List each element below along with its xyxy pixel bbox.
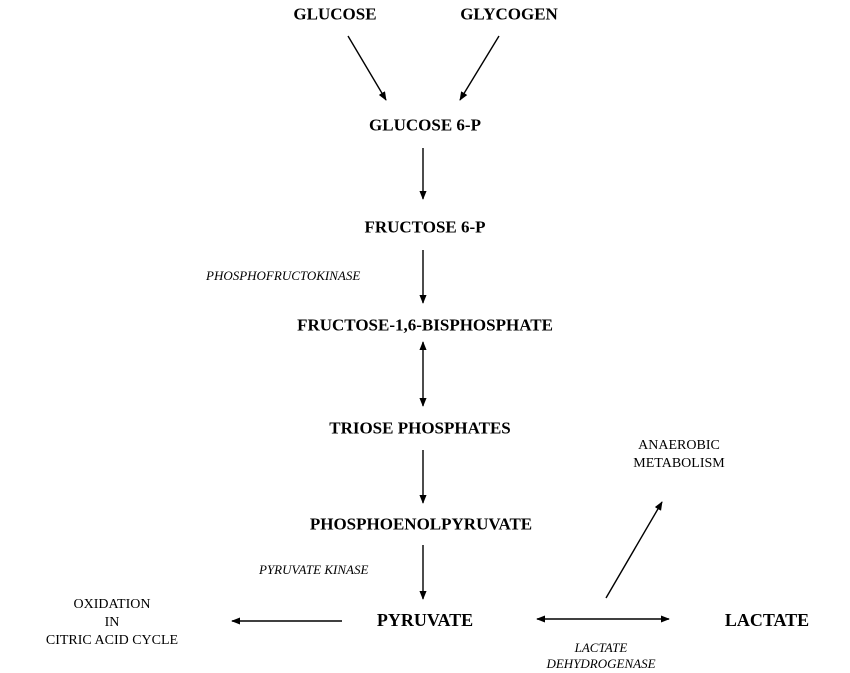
node-fructose-bisphosphate: FRUCTOSE-1,6-BISPHOSPHATE [297,315,553,335]
node-glucose: GLUCOSE [293,4,377,24]
note-anaerobic-line-1: ANAEROBIC [638,438,720,453]
node-glycogen: GLYCOGEN [460,4,558,24]
note-oxidation-line-1: OXIDATION [73,597,151,612]
node-lactate: LACTATE [724,610,810,630]
arrow-glycogen-to-glucose6p [459,35,500,101]
node-fructose-6p: FRUCTOSE 6-P [364,217,486,237]
node-phosphoenolpyruvate: PHOSPHOENOLPYRUVATE [309,514,533,534]
enzyme-ldh-line-1: LACTATE [574,640,628,655]
enzyme-pyruvate-kinase: PYRUVATE KINASE [259,562,369,577]
note-oxidation-citric-acid-cycle: OXIDATION IN CITRIC ACID CYCLE [46,596,178,650]
arrow-to-anaerobic-metabolism [605,501,663,599]
note-oxidation-line-3: CITRIC ACID CYCLE [45,633,179,648]
note-anaerobic-metabolism: ANAEROBIC METABOLISM [633,437,724,473]
node-triose-phosphates: TRIOSE PHOSPHATES [329,418,511,438]
enzyme-ldh-line-2: DEHYDROGENASE [546,656,656,671]
enzyme-phosphofructokinase: PHOSPHOFRUCTOKINASE [206,268,361,283]
node-pyruvate: PYRUVATE [376,610,474,630]
note-anaerobic-line-2: METABOLISM [633,456,725,471]
note-oxidation-line-2: IN [104,615,120,630]
node-glucose-6p: GLUCOSE 6-P [369,115,481,135]
arrow-glucose-to-glucose6p [347,35,387,101]
enzyme-lactate-dehydrogenase: LACTATE DEHYDROGENASE [546,640,655,672]
